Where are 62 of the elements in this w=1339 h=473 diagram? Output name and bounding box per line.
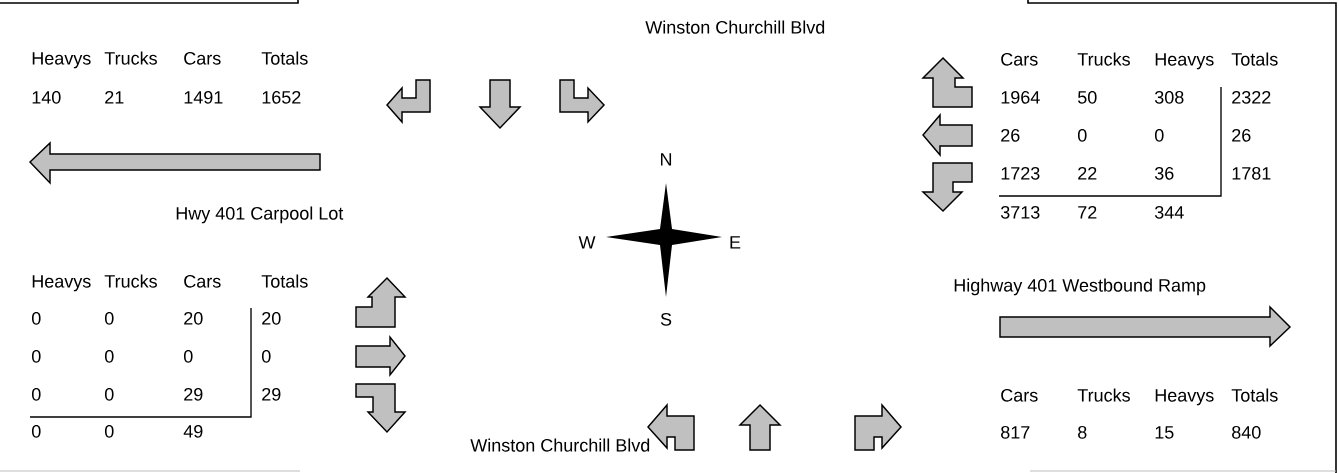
column-header: Heavys <box>32 52 91 69</box>
column-header: Heavys <box>1155 53 1214 70</box>
column-header: Trucks <box>104 274 157 288</box>
count-value: 0 <box>1155 128 1164 142</box>
count-value: 0 <box>32 424 41 438</box>
compass-letter: S <box>660 312 672 326</box>
column-header: Totals <box>1231 388 1278 402</box>
street-name: Highway 401 Westbound Ramp <box>954 278 1206 296</box>
count-value: 0 <box>32 311 41 325</box>
column-header: Cars <box>1001 388 1038 402</box>
column-header: Trucks <box>1077 52 1130 66</box>
count-value: 344 <box>1154 205 1184 219</box>
column-header: Cars <box>1001 52 1038 66</box>
count-value: 36 <box>1154 166 1174 180</box>
column-header: Totals <box>261 274 308 288</box>
count-value: 29 <box>184 387 203 401</box>
count-value: 20 <box>262 311 281 325</box>
count-value: 0 <box>105 424 114 438</box>
count-value: 140 <box>32 90 61 104</box>
count-value: 0 <box>105 387 114 401</box>
count-value: 840 <box>1232 425 1261 439</box>
count-value: 1652 <box>262 90 301 104</box>
column-header: Totals <box>1231 52 1278 66</box>
count-value: 0 <box>32 387 41 401</box>
count-value: 0 <box>105 349 114 363</box>
count-value: 817 <box>1001 425 1030 439</box>
count-value: 0 <box>1078 128 1087 142</box>
count-value: 26 <box>1001 128 1020 142</box>
count-value: 1491 <box>184 90 223 104</box>
street-name: Winston Churchill Blvd <box>470 438 650 452</box>
count-value: 0 <box>262 349 271 363</box>
street-name: Hwy 401 Carpool Lot <box>176 206 344 224</box>
count-value: 1964 <box>1001 90 1040 104</box>
column-header: Totals <box>261 51 308 65</box>
count-value: 15 <box>1155 426 1174 439</box>
count-value: 50 <box>1078 90 1097 104</box>
count-value: 21 <box>105 90 124 104</box>
count-value: 22 <box>1078 166 1097 180</box>
compass-letter: W <box>578 236 596 249</box>
count-value: 49 <box>183 424 203 438</box>
column-header: Heavys <box>1155 389 1214 406</box>
count-value: 0 <box>32 349 41 363</box>
count-value: 26 <box>1232 128 1251 142</box>
count-value: 2322 <box>1232 90 1271 104</box>
count-value: 0 <box>105 311 114 325</box>
column-header: Trucks <box>1077 388 1130 402</box>
compass-letter: N <box>661 153 672 166</box>
count-value: 1781 <box>1232 166 1271 180</box>
count-value: 0 <box>184 349 193 363</box>
count-value: 29 <box>262 387 281 401</box>
column-header: Heavys <box>32 275 91 292</box>
column-header: Cars <box>184 51 221 65</box>
compass-letter: E <box>730 236 741 249</box>
count-value: 1723 <box>1001 166 1040 180</box>
column-header: Trucks <box>104 51 157 65</box>
count-value: 72 <box>1078 205 1097 219</box>
count-value: 8 <box>1078 425 1087 439</box>
count-value: 20 <box>184 311 203 325</box>
count-value: 3713 <box>1000 205 1040 219</box>
count-value: 308 <box>1154 90 1184 104</box>
street-name: Winston Churchill Blvd <box>645 20 825 34</box>
column-header: Cars <box>184 274 221 288</box>
